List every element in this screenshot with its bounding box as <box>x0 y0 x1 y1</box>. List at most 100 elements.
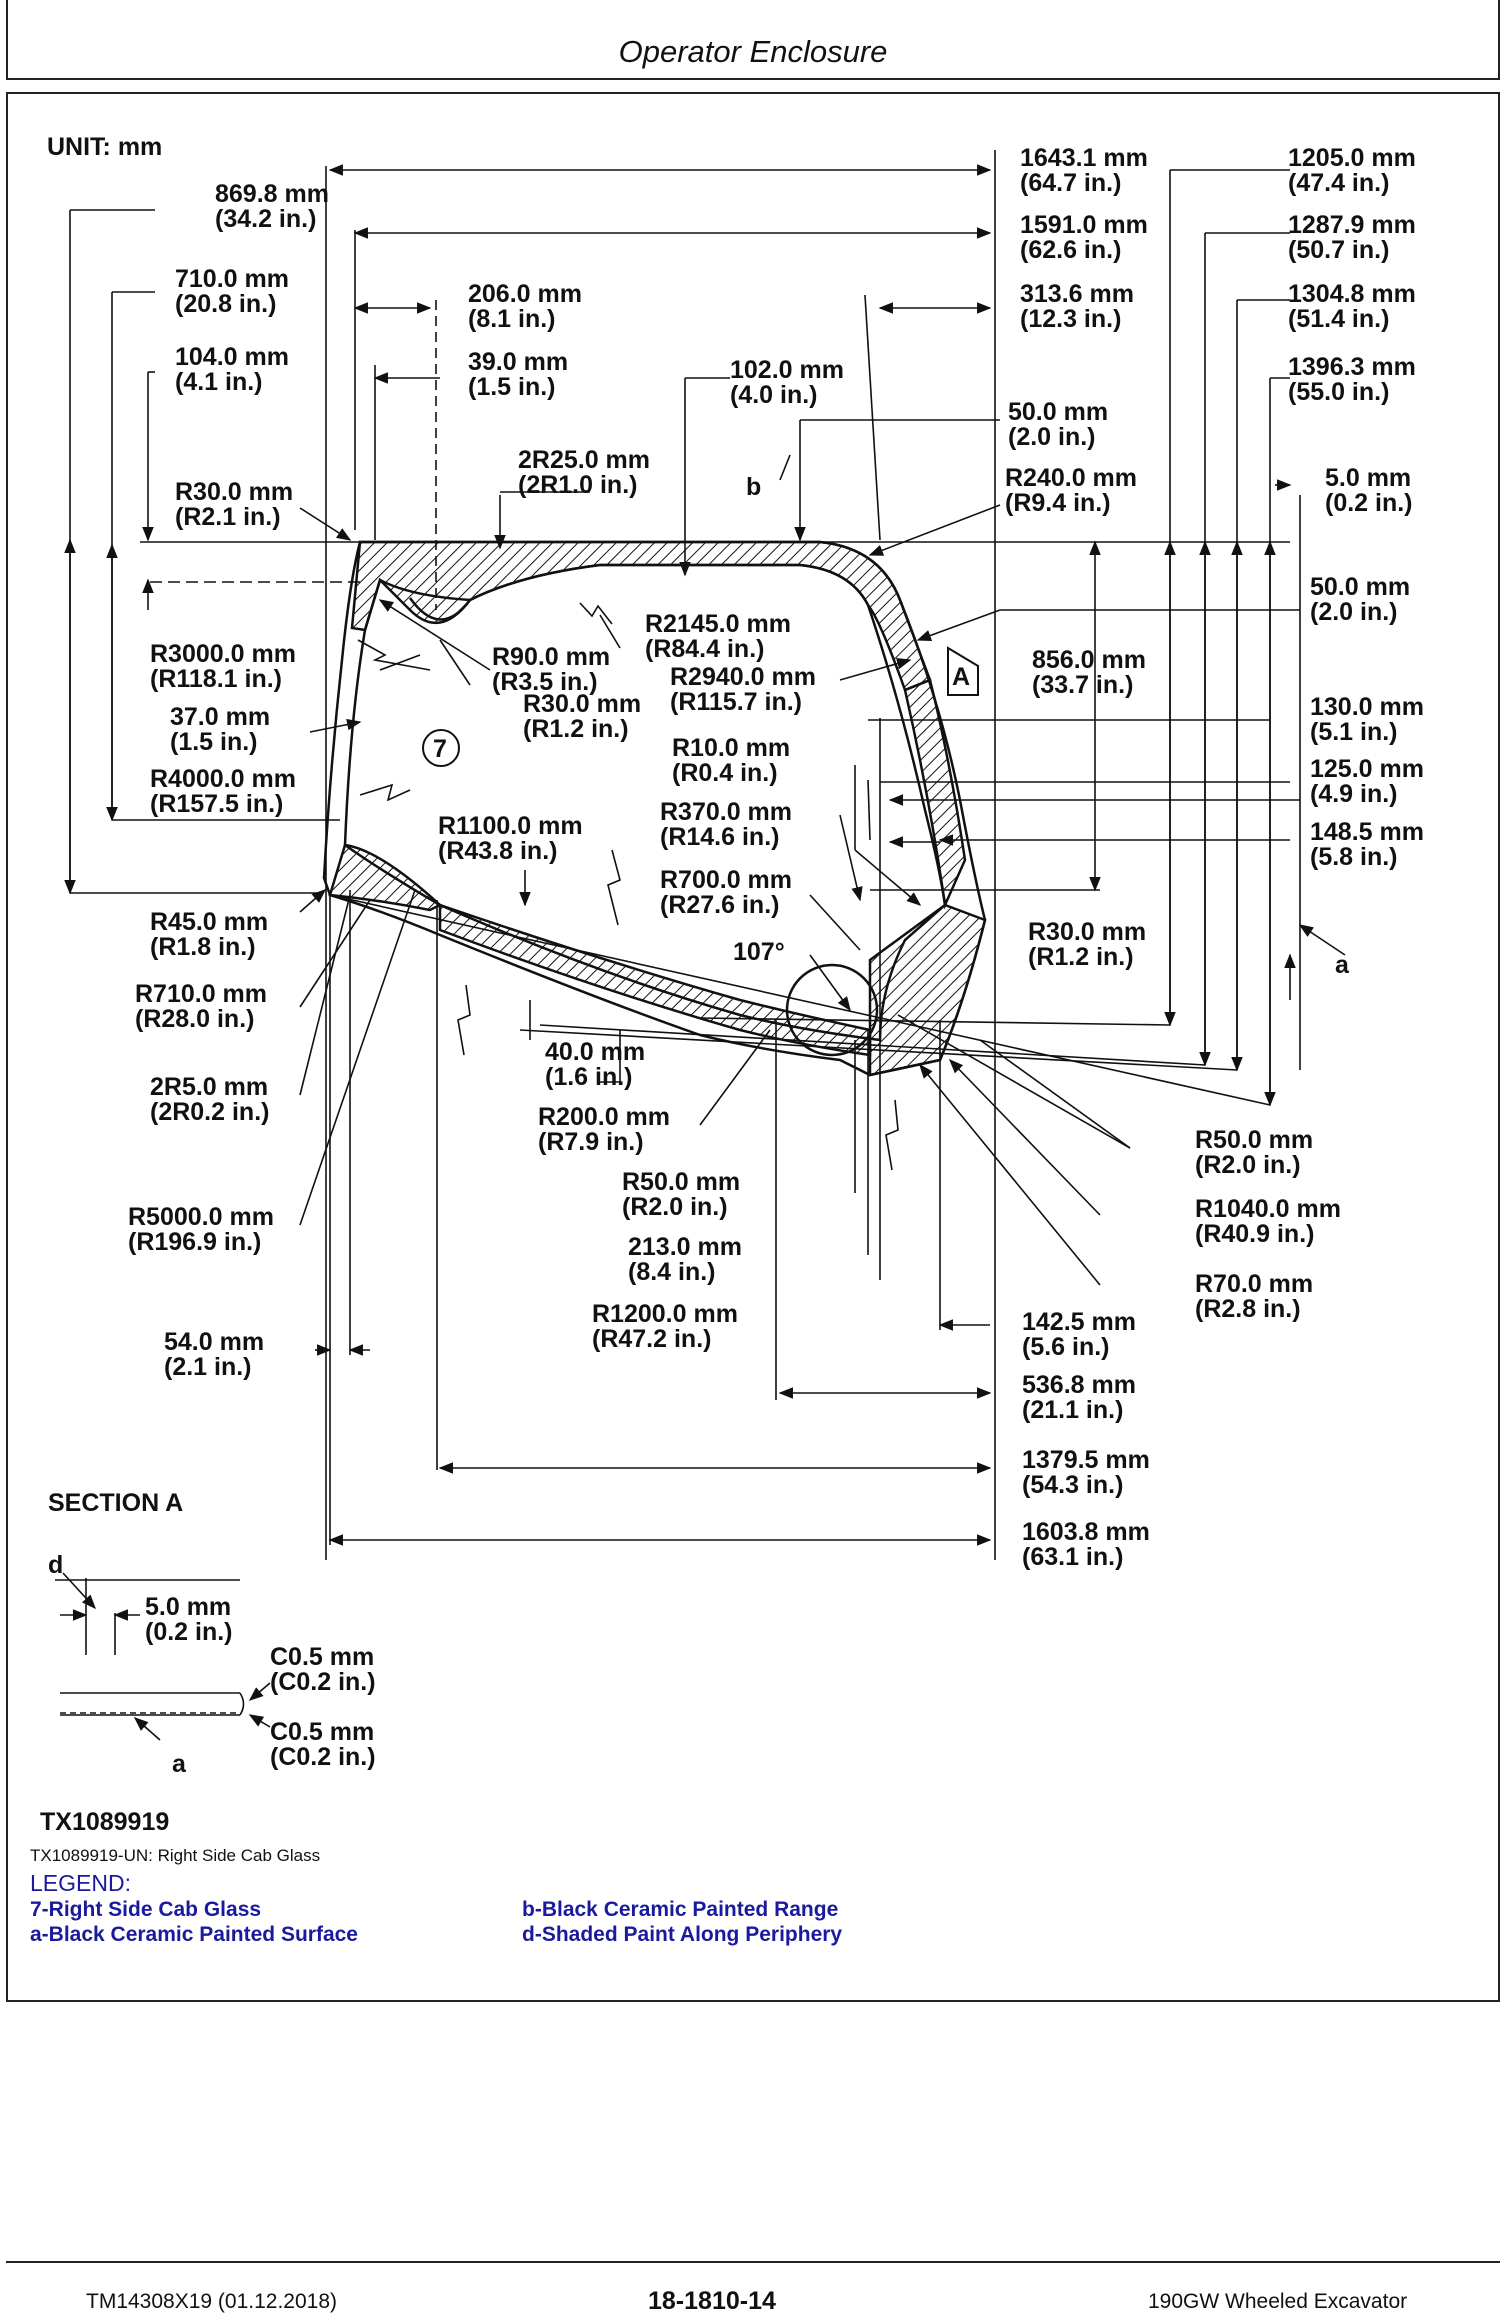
dimension-label-d39: 39.0 mm(1.5 in.) <box>468 348 568 401</box>
corner-circle <box>408 597 471 621</box>
dimension-value-in: (R1.2 in.) <box>1028 943 1134 971</box>
dimension-label-d1603: 1603.8 mm(63.1 in.) <box>1022 1518 1150 1571</box>
dimension-value-in: (4.9 in.) <box>1310 780 1398 808</box>
dimension-label-d536: 536.8 mm(21.1 in.) <box>1022 1371 1136 1424</box>
dimension-label-d130: 130.0 mm(5.1 in.) <box>1310 693 1424 746</box>
dimension-value-in: (R157.5 in.) <box>150 790 283 818</box>
footer-doc-id: TM14308X19 (01.12.2018) <box>86 2290 338 2313</box>
dimension-label-d50a: 50.0 mm(2.0 in.) <box>1008 398 1108 451</box>
dimension-label-dr50a: R50.0 mm(R2.0 in.) <box>1195 1126 1313 1179</box>
dimension-value-in: (54.3 in.) <box>1022 1471 1123 1499</box>
dimension-value-mm: 869.8 mm <box>215 180 329 208</box>
angle-circle <box>785 963 879 1057</box>
dimension-label-dr30c: R30.0 mm(R1.2 in.) <box>1028 918 1146 971</box>
dimension-value-mm: 313.6 mm <box>1020 280 1134 308</box>
dimension-value-in: (4.0 in.) <box>730 381 818 409</box>
dimension-value-mm: 5.0 mm <box>1325 464 1411 492</box>
dimension-label-d1287: 1287.9 mm(50.7 in.) <box>1288 211 1416 264</box>
callout-a-section: a <box>172 1750 187 1778</box>
dimension-label-dr1200: R1200.0 mm(R47.2 in.) <box>592 1300 738 1353</box>
callout-d: d <box>48 1551 63 1579</box>
callout-symbols <box>422 646 979 767</box>
dimension-value-mm: 1591.0 mm <box>1020 211 1148 239</box>
break-marks <box>357 602 899 1171</box>
callout-7-circle <box>422 729 460 767</box>
dimension-value-in: (63.1 in.) <box>1022 1543 1123 1571</box>
painted-band-top <box>350 540 932 692</box>
dimension-value-mm: C0.5 mm <box>270 1718 374 1746</box>
dimension-value-mm: 148.5 mm <box>1310 818 1424 846</box>
dimension-value-in: (1.5 in.) <box>468 373 556 401</box>
dimension-value-mm: R1200.0 mm <box>592 1300 738 1328</box>
dimension-value-mm: R50.0 mm <box>622 1168 740 1196</box>
dimension-value-in: (8.1 in.) <box>468 305 556 333</box>
dimension-label-dr2145: R2145.0 mm(R84.4 in.) <box>645 610 791 663</box>
dimension-value-in: (R118.1 in.) <box>150 665 282 693</box>
dimension-label-dr50b: R50.0 mm(R2.0 in.) <box>622 1168 740 1221</box>
dimension-label-dr30b: R30.0 mm(R1.2 in.) <box>523 690 641 743</box>
dimension-label-d1205: 1205.0 mm(47.4 in.) <box>1288 144 1416 197</box>
dimension-value-mm: 1396.3 mm <box>1288 353 1416 381</box>
dimension-value-in: (51.4 in.) <box>1288 305 1389 333</box>
dimension-value-mm: R50.0 mm <box>1195 1126 1313 1154</box>
page-title: Operator Enclosure <box>618 34 888 69</box>
dimension-value-in: (R0.4 in.) <box>672 759 778 787</box>
dimension-value-in: (R2.8 in.) <box>1195 1295 1301 1323</box>
dimension-value-mm: 710.0 mm <box>175 265 289 293</box>
dimension-value-mm: 1643.1 mm <box>1020 144 1148 172</box>
dimension-value-in: (C0.2 in.) <box>270 1668 376 1696</box>
dimension-value-in: (R1.8 in.) <box>150 933 256 961</box>
dimension-value-in: (4.1 in.) <box>175 368 263 396</box>
legend-item-painted-range: b-Black Ceramic Painted Range <box>522 1898 839 1921</box>
dimension-label-sc05b: C0.5 mm(C0.2 in.) <box>270 1718 376 1771</box>
dimension-value-mm: 1287.9 mm <box>1288 211 1416 239</box>
dimension-value-in: (R3.5 in.) <box>492 668 598 696</box>
dimension-label-d5a: 5.0 mm(0.2 in.) <box>1325 464 1413 517</box>
dimension-value-in: (2R0.2 in.) <box>150 1098 269 1126</box>
dimension-label-dr90: R90.0 mm(R3.5 in.) <box>492 643 610 696</box>
dimension-value-in: (47.4 in.) <box>1288 169 1389 197</box>
dimension-value-mm: 40.0 mm <box>545 1038 645 1066</box>
dimension-value-mm: R1100.0 mm <box>438 812 583 840</box>
dimension-value-in: (1.5 in.) <box>170 728 258 756</box>
dimension-label-dr3000: R3000.0 mm(R118.1 in.) <box>150 640 296 693</box>
dimension-value-mm: 50.0 mm <box>1310 573 1410 601</box>
dimension-value-mm: R1040.0 mm <box>1195 1195 1341 1223</box>
dimension-value-mm: R2940.0 mm <box>670 663 816 691</box>
dimension-label-dr1040: R1040.0 mm(R40.9 in.) <box>1195 1195 1341 1248</box>
dimension-label-d1643: 1643.1 mm(64.7 in.) <box>1020 144 1148 197</box>
legend-item-painted-surface: a-Black Ceramic Painted Surface <box>30 1923 358 1946</box>
dimension-value-mm: 1205.0 mm <box>1288 144 1416 172</box>
dimension-label-dr30a: R30.0 mm(R2.1 in.) <box>175 478 293 531</box>
dimension-label-d40: 40.0 mm(1.6 in.) <box>545 1038 645 1091</box>
dimension-value-in: (12.3 in.) <box>1020 305 1121 333</box>
dimension-value-mm: 54.0 mm <box>164 1328 264 1356</box>
legend-item-shaded-paint: d-Shaded Paint Along Periphery <box>522 1923 843 1946</box>
dimension-value-mm: R370.0 mm <box>660 798 792 826</box>
dimension-value-in: (21.1 in.) <box>1022 1396 1123 1424</box>
dimension-value-mm: C0.5 mm <box>270 1643 374 1671</box>
dimension-value-in: (R84.4 in.) <box>645 635 764 663</box>
dimension-value-mm: R240.0 mm <box>1005 464 1137 492</box>
dimension-label-d54: 54.0 mm(2.1 in.) <box>164 1328 264 1381</box>
dimension-label-sc05a: C0.5 mm(C0.2 in.) <box>270 1643 376 1696</box>
dimension-value-in: (R43.8 in.) <box>438 837 557 865</box>
dimension-value-mm: R700.0 mm <box>660 866 792 894</box>
dimension-value-mm: 1603.8 mm <box>1022 1518 1150 1546</box>
dimension-value-mm: R30.0 mm <box>523 690 641 718</box>
dimension-value-mm: R30.0 mm <box>175 478 293 506</box>
dimension-value-in: (0.2 in.) <box>145 1618 233 1646</box>
dimension-label-dr1100: R1100.0 mm(R43.8 in.) <box>438 812 583 865</box>
dimension-value-mm: 2R25.0 mm <box>518 446 650 474</box>
dimension-value-mm: 536.8 mm <box>1022 1371 1136 1399</box>
glass-outline <box>322 540 987 1077</box>
dimension-value-mm: 2R5.0 mm <box>150 1073 268 1101</box>
dimension-value-in: (R2.0 in.) <box>622 1193 728 1221</box>
dimension-value-in: (34.2 in.) <box>215 205 316 233</box>
dimension-value-in: (1.6 in.) <box>545 1063 633 1091</box>
dimension-value-in: (55.0 in.) <box>1288 378 1389 406</box>
dimension-label-d104: 104.0 mm(4.1 in.) <box>175 343 289 396</box>
dimension-label-s5: 5.0 mm(0.2 in.) <box>145 1593 233 1646</box>
dimension-value-in: (62.6 in.) <box>1020 236 1121 264</box>
dimension-value-in: (R1.2 in.) <box>523 715 629 743</box>
